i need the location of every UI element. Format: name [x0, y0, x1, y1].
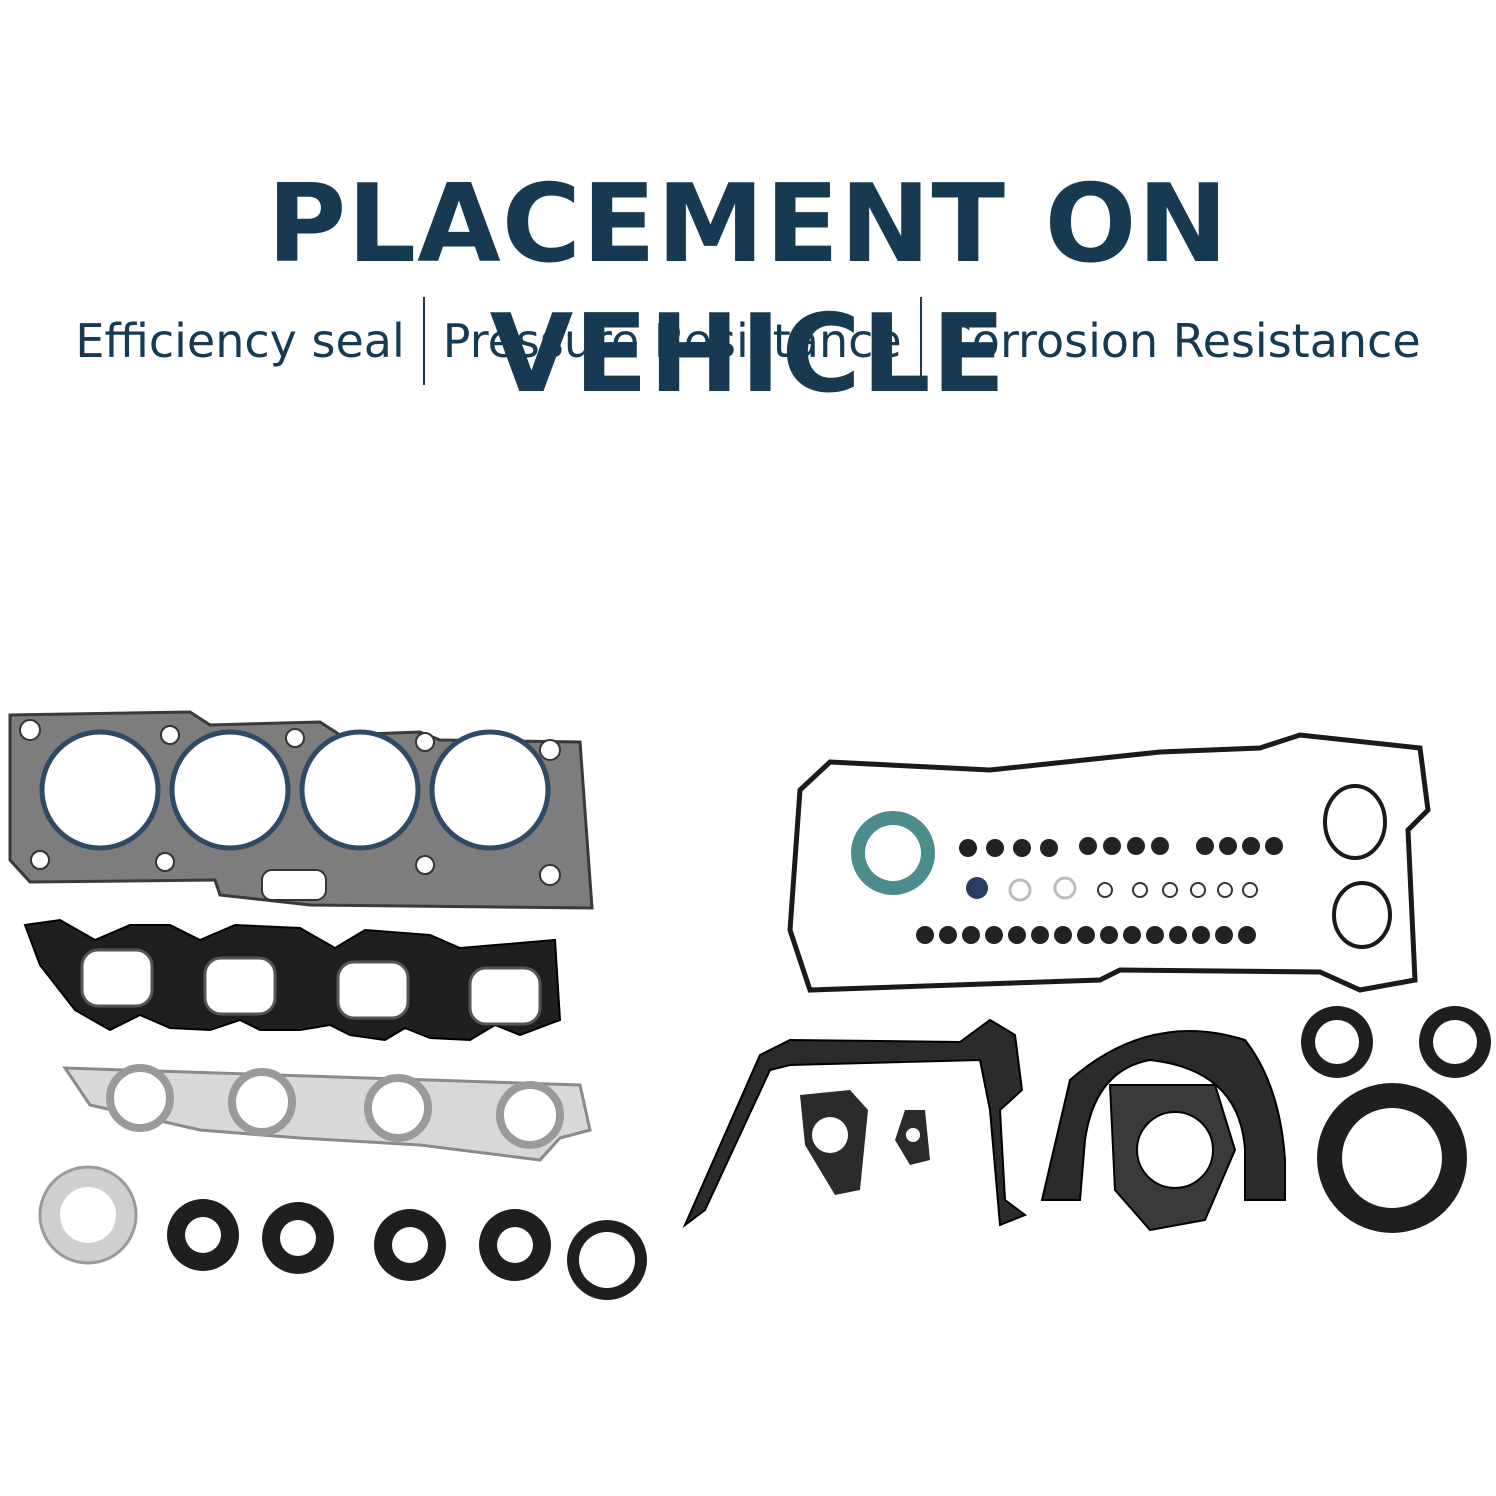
valve-cover-gasket-image [787, 732, 1431, 993]
timing-cover-gasket-image [682, 1018, 1028, 1229]
valve-stem-seals-image [916, 837, 1283, 944]
crankshaft-seals-image [1301, 1006, 1491, 1233]
gasket-kit-illustration [8, 710, 1491, 1300]
divider [919, 297, 922, 385]
feature-bar: Efficiency seal Pressure Resistance Corr… [0, 296, 1496, 386]
page-title: PLACEMENT ON VEHICLE [267, 162, 1229, 417]
head-gasket-image [8, 710, 594, 910]
exhaust-ring-image [38, 1165, 138, 1265]
rear-main-seal-retainer-gasket-image [1040, 1030, 1286, 1232]
feature-efficiency-seal: Efficiency seal [75, 314, 405, 368]
oil-seal-set-image [167, 1199, 647, 1300]
feature-pressure-resistance: Pressure Resistance [442, 314, 902, 368]
feature-corrosion-resistance: Corrosion Resistance [939, 314, 1421, 368]
intake-manifold-gasket-image [23, 918, 562, 1042]
exhaust-manifold-gasket-image [62, 1064, 592, 1162]
divider [422, 297, 425, 385]
